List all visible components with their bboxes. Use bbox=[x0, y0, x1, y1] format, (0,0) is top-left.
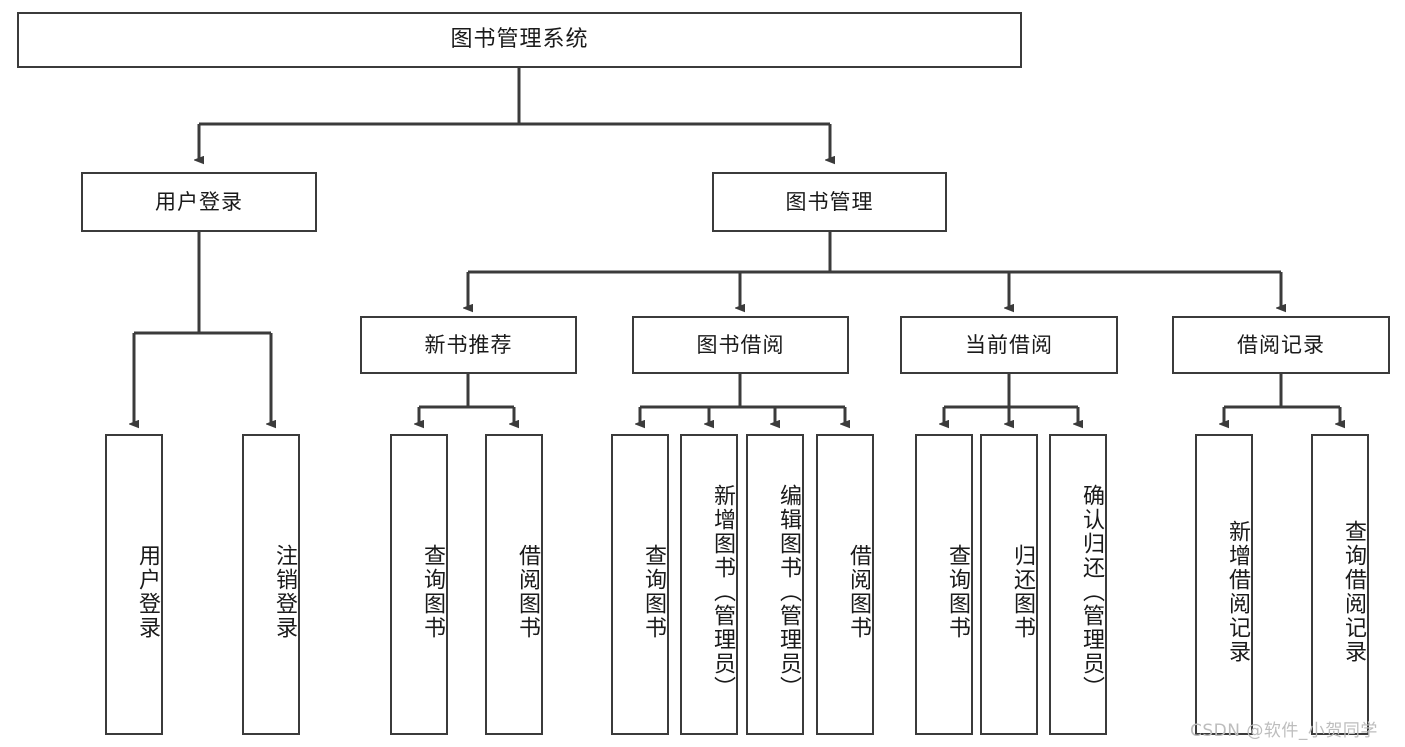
leaf-user-login-login[interactable]: 用户登录 bbox=[105, 434, 163, 735]
leaf-new-book-query[interactable]: 查询图书 bbox=[390, 434, 448, 735]
leaf-current-borrow-confirm-return[interactable]: 确认归还（管理员） bbox=[1049, 434, 1107, 735]
leaf-current-borrow-return[interactable]: 归还图书 bbox=[980, 434, 1038, 735]
node-new-book-recommend[interactable]: 新书推荐 bbox=[360, 316, 577, 374]
leaf-book-borrow-query[interactable]: 查询图书 bbox=[611, 434, 669, 735]
leaf-borrow-record-query[interactable]: 查询借阅记录 bbox=[1311, 434, 1369, 735]
leaf-current-borrow-query[interactable]: 查询图书 bbox=[915, 434, 973, 735]
leaf-borrow-record-add[interactable]: 新增借阅记录 bbox=[1195, 434, 1253, 735]
node-current-borrow[interactable]: 当前借阅 bbox=[900, 316, 1118, 374]
leaf-book-borrow-edit[interactable]: 编辑图书（管理员） bbox=[746, 434, 804, 735]
node-root-system[interactable]: 图书管理系统 bbox=[17, 12, 1022, 68]
node-borrow-record[interactable]: 借阅记录 bbox=[1172, 316, 1390, 374]
node-book-management[interactable]: 图书管理 bbox=[712, 172, 947, 232]
leaf-user-login-logout[interactable]: 注销登录 bbox=[242, 434, 300, 735]
node-user-login[interactable]: 用户登录 bbox=[81, 172, 317, 232]
node-book-borrow[interactable]: 图书借阅 bbox=[632, 316, 849, 374]
leaf-book-borrow-borrow[interactable]: 借阅图书 bbox=[816, 434, 874, 735]
leaf-book-borrow-add[interactable]: 新增图书（管理员） bbox=[680, 434, 738, 735]
leaf-new-book-borrow[interactable]: 借阅图书 bbox=[485, 434, 543, 735]
